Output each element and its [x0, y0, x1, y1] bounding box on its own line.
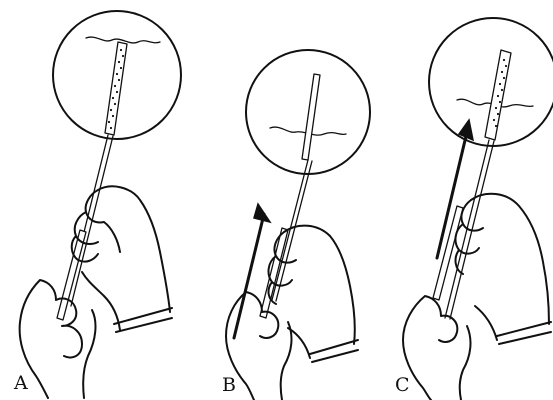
catheter-tip — [302, 74, 320, 160]
withdraw-arrow-shaft — [234, 214, 264, 338]
panel-c-drawing — [373, 0, 553, 400]
panel-b: B — [190, 0, 373, 400]
panel-label-a: A — [14, 374, 28, 393]
panel-b-drawing — [190, 0, 373, 400]
panel-a: A — [0, 0, 190, 400]
left-hand — [403, 296, 470, 400]
right-hand — [72, 186, 170, 330]
right-glove-cuff — [114, 308, 172, 332]
left-hand — [20, 280, 96, 398]
panel-label-c: C — [395, 376, 410, 395]
panel-c: C — [373, 0, 553, 400]
panel-a-drawing — [0, 0, 190, 400]
up-arrow-icon — [254, 204, 270, 222]
right-glove-cuff — [497, 322, 551, 344]
uterine-fundus-line — [86, 37, 160, 43]
right-glove-cuff — [310, 340, 358, 362]
right-hand — [456, 194, 549, 340]
panel-label-b: B — [222, 376, 236, 395]
